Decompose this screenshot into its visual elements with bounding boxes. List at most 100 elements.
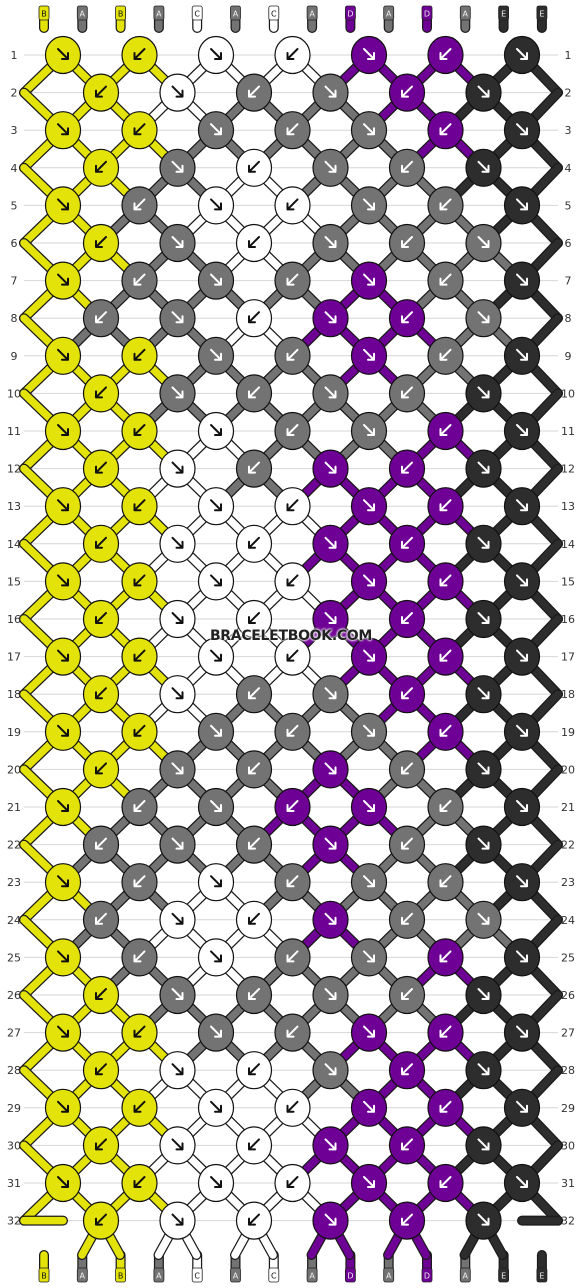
row-number: 29 bbox=[561, 1102, 575, 1115]
row-number: 28 bbox=[7, 1064, 21, 1077]
knot bbox=[121, 1163, 158, 1203]
knot bbox=[235, 900, 273, 939]
string-label-bottom: D bbox=[344, 1267, 356, 1283]
knot bbox=[350, 1088, 388, 1127]
knot-arrow-icon bbox=[516, 1025, 528, 1038]
knot bbox=[388, 975, 426, 1015]
row-number: 5 bbox=[565, 199, 572, 212]
knot-arrow-icon bbox=[516, 574, 528, 587]
knot bbox=[503, 863, 541, 902]
knot bbox=[388, 1051, 426, 1090]
knot-arrow-icon bbox=[95, 536, 107, 549]
knot-arrow-icon bbox=[95, 386, 107, 399]
string-label-text: D bbox=[347, 10, 353, 19]
knot bbox=[427, 562, 464, 601]
row-number: 30 bbox=[7, 1139, 21, 1152]
knot bbox=[388, 524, 426, 563]
knot bbox=[197, 411, 235, 451]
knot-arrow-icon bbox=[363, 1100, 375, 1113]
knot-arrow-icon bbox=[439, 348, 452, 361]
knot bbox=[388, 675, 426, 714]
knot bbox=[197, 1013, 235, 1052]
knot bbox=[350, 938, 388, 977]
knot bbox=[388, 750, 426, 789]
knot-arrow-icon bbox=[363, 424, 375, 436]
knot bbox=[197, 186, 235, 225]
knot bbox=[274, 1163, 311, 1203]
string-label-bottom: E bbox=[498, 1267, 510, 1283]
row-number: 27 bbox=[561, 1027, 575, 1040]
row-number: 18 bbox=[561, 688, 575, 701]
knot bbox=[388, 374, 426, 413]
knot-arrow-icon bbox=[516, 1100, 528, 1113]
row-number: 16 bbox=[561, 613, 575, 626]
knot-arrow-icon bbox=[171, 837, 184, 850]
knot-arrow-icon bbox=[133, 273, 146, 286]
string-label-text: C bbox=[194, 1272, 200, 1281]
knot bbox=[159, 825, 196, 864]
knot-arrow-icon bbox=[95, 988, 107, 1000]
knot-arrow-icon bbox=[477, 85, 490, 98]
knot bbox=[197, 787, 235, 827]
knot-arrow-icon bbox=[363, 273, 375, 286]
string-label-text: E bbox=[501, 10, 506, 19]
knot bbox=[427, 261, 464, 300]
string-label-text: B bbox=[118, 10, 124, 19]
knot-arrow-icon bbox=[286, 574, 299, 587]
knot-arrow-icon bbox=[401, 536, 413, 549]
knot-arrow-icon bbox=[171, 687, 184, 700]
knot bbox=[274, 186, 311, 225]
knot-arrow-icon bbox=[477, 536, 490, 549]
string-label-top: C bbox=[268, 5, 280, 21]
knot-arrow-icon bbox=[57, 1025, 69, 1038]
knot-arrow-icon bbox=[439, 649, 452, 662]
knot bbox=[121, 487, 158, 526]
knot-arrow-icon bbox=[516, 1176, 528, 1188]
knot bbox=[503, 1013, 541, 1052]
string-label-text: C bbox=[194, 10, 200, 19]
knot-arrow-icon bbox=[248, 1063, 260, 1076]
knot-arrow-icon bbox=[439, 273, 452, 286]
knot-arrow-icon bbox=[133, 348, 146, 361]
string-label-bottom: A bbox=[459, 1267, 471, 1283]
knot bbox=[465, 73, 502, 112]
knot-arrow-icon bbox=[133, 1100, 146, 1113]
row-number: 15 bbox=[561, 575, 575, 588]
row-number: 9 bbox=[565, 350, 572, 363]
knot bbox=[82, 750, 120, 789]
knot-arrow-icon bbox=[133, 724, 146, 737]
knot bbox=[197, 637, 235, 676]
string-label-text: A bbox=[309, 10, 315, 19]
knot bbox=[159, 1201, 196, 1240]
knot bbox=[82, 73, 120, 112]
knot bbox=[350, 1013, 388, 1052]
knot bbox=[427, 637, 464, 676]
knot-arrow-icon bbox=[171, 1213, 184, 1226]
knot bbox=[44, 863, 82, 902]
knot-arrow-icon bbox=[516, 649, 528, 662]
knot-arrow-icon bbox=[171, 160, 184, 173]
knot-arrow-icon bbox=[516, 273, 528, 286]
knot bbox=[235, 148, 273, 187]
knot-arrow-icon bbox=[210, 1025, 222, 1038]
string-label-top: B bbox=[38, 5, 50, 21]
knot bbox=[312, 299, 349, 338]
knot-arrow-icon bbox=[210, 424, 222, 436]
knot-arrow-icon bbox=[171, 386, 184, 399]
knot-arrow-icon bbox=[477, 612, 490, 624]
knot bbox=[44, 35, 82, 75]
knot-arrow-icon bbox=[57, 800, 69, 812]
knot bbox=[350, 487, 388, 526]
knot-arrow-icon bbox=[477, 762, 490, 775]
knot-arrow-icon bbox=[133, 1176, 146, 1188]
knot bbox=[274, 411, 311, 451]
knot-arrow-icon bbox=[516, 123, 528, 136]
knot-arrow-icon bbox=[57, 875, 69, 888]
knot bbox=[350, 411, 388, 451]
knot bbox=[388, 825, 426, 864]
knot-arrow-icon bbox=[57, 198, 69, 211]
knot-arrow-icon bbox=[248, 386, 260, 399]
row-number: 26 bbox=[7, 989, 21, 1002]
knot bbox=[388, 1126, 426, 1165]
row-number: 12 bbox=[561, 463, 575, 476]
